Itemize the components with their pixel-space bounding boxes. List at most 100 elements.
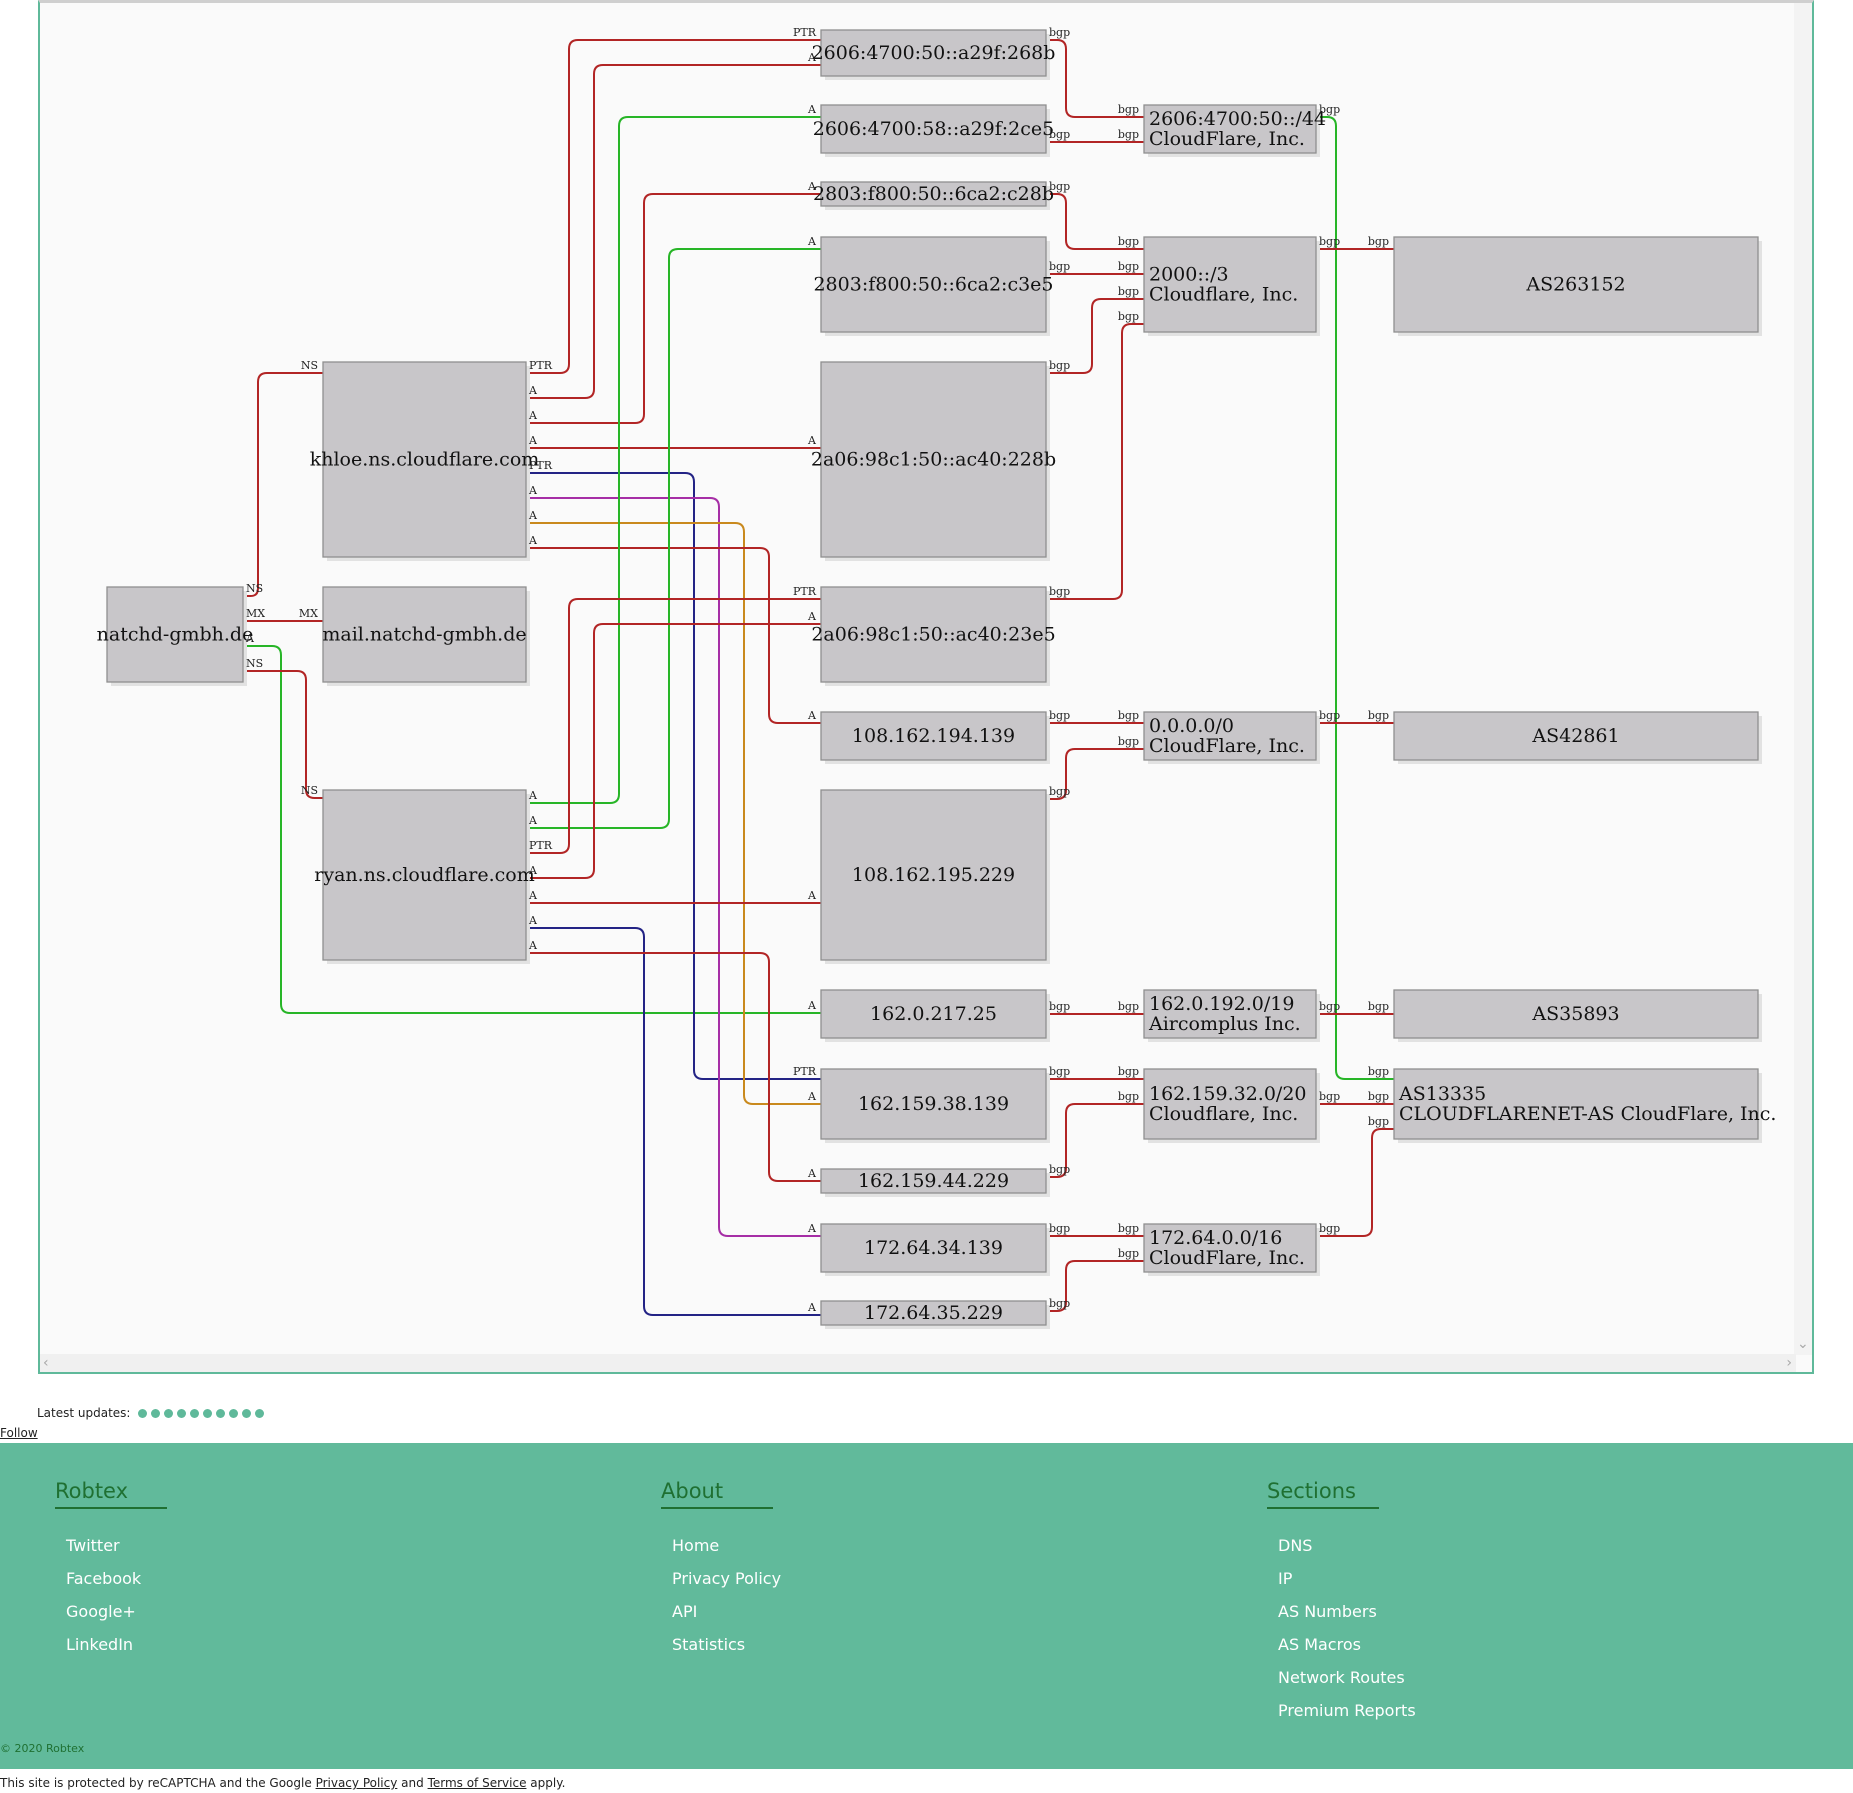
scroll-down-arrow-icon[interactable]: ⌄ — [1797, 1336, 1809, 1352]
node-box — [820, 711, 1047, 761]
node-2a06-98c1-50-ac40-23e5[interactable]: 2a06:98c1:50::ac40:23e5 — [811, 586, 1056, 686]
node-2803-f800-50-6ca2-c28b[interactable]: 2803:f800:50::6ca2:c28b — [813, 181, 1054, 210]
node-label-line: 162.0.192.0/19 — [1149, 993, 1294, 1015]
edge-4 — [526, 39, 821, 374]
node-2a06-98c1-50-ac40-228b[interactable]: 2a06:98c1:50::ac40:228b — [811, 361, 1056, 561]
edge-label-source: A — [528, 409, 538, 422]
edge-label-source: bgp — [1049, 128, 1070, 141]
node-label: 2a06:98c1:50::ac40:23e5 — [811, 624, 1055, 646]
edge-label-target: PTR — [793, 26, 817, 39]
node-172-64-35-229[interactable]: 172.64.35.229 — [820, 1300, 1050, 1329]
vertical-scrollbar[interactable]: ⌄ — [1794, 3, 1812, 1355]
node-2606-4700-50-a29f-268b[interactable]: 2606:4700:50::a29f:268b — [812, 29, 1056, 80]
footer-link-as-numbers[interactable]: AS Numbers — [1278, 1602, 1377, 1621]
scroll-right-arrow-icon[interactable]: › — [1786, 1355, 1792, 1371]
edge-label-source: bgp — [1319, 1222, 1340, 1235]
node-label: mail.natchd-gmbh.de — [322, 624, 526, 646]
node-box — [820, 236, 1047, 333]
footer-title-robtex: Robtex — [55, 1479, 167, 1509]
scroll-left-arrow-icon[interactable]: ‹ — [43, 1355, 49, 1371]
horizontal-scrollbar[interactable]: ‹ › — [40, 1354, 1796, 1372]
node-label-line: 172.64.34.139 — [864, 1237, 1003, 1259]
node-label: 172.64.35.229 — [864, 1302, 1003, 1324]
footer-title-about: About — [661, 1479, 773, 1509]
node-172-64-34-139[interactable]: 172.64.34.139 — [820, 1223, 1050, 1276]
node-label-line: ryan.ns.cloudflare.com — [314, 864, 534, 886]
node-mail-natchd-gmbh-de[interactable]: mail.natchd-gmbh.de — [322, 586, 530, 686]
node-label-line: CloudFlare, Inc. — [1149, 1247, 1305, 1269]
node-label-line: AS42861 — [1531, 725, 1619, 747]
footer-link-linkedin[interactable]: LinkedIn — [66, 1635, 134, 1654]
node-label-line: CloudFlare, Inc. — [1149, 735, 1305, 757]
update-dots — [138, 1408, 268, 1418]
edge-15 — [526, 623, 821, 879]
footer-link-network-routes[interactable]: Network Routes — [1278, 1668, 1405, 1687]
edge-6 — [526, 193, 821, 424]
node-as263152[interactable]: AS263152 — [1393, 236, 1762, 336]
update-dot-icon[interactable] — [190, 1408, 200, 1418]
node-as35893[interactable]: AS35893 — [1393, 989, 1762, 1042]
footer-link-google-[interactable]: Google+ — [66, 1602, 136, 1621]
footer-link-ip[interactable]: IP — [1278, 1569, 1293, 1588]
footer-link-privacy-policy[interactable]: Privacy Policy — [672, 1569, 782, 1588]
footer-link-api[interactable]: API — [672, 1602, 698, 1621]
update-dot-icon[interactable] — [216, 1408, 226, 1418]
node-box — [820, 586, 1047, 683]
node-label-line: 2a06:98c1:50::ac40:23e5 — [811, 624, 1055, 646]
graph-viewport[interactable]: natchd-gmbh.de khloe.ns.cloudflare.com mai… — [38, 0, 1814, 1374]
edge-label-target: A — [807, 51, 817, 64]
footer-link-dns[interactable]: DNS — [1278, 1536, 1313, 1555]
footer-link-home[interactable]: Home — [672, 1536, 720, 1555]
node-162-159-38-139[interactable]: 162.159.38.139 — [820, 1068, 1050, 1143]
node-natchd-gmbh-de[interactable]: natchd-gmbh.de — [97, 586, 254, 686]
footer-link-premium-reports[interactable]: Premium Reports — [1278, 1701, 1416, 1720]
edge-label-source: bgp — [1049, 1297, 1070, 1310]
node-108-162-195-229[interactable]: 108.162.195.229 — [820, 789, 1050, 964]
node-box — [1393, 236, 1759, 333]
edge-label-target: bgp — [1368, 235, 1389, 248]
node-khloe-ns-cloudflare-com[interactable]: khloe.ns.cloudflare.com — [310, 361, 540, 561]
update-dot-icon[interactable] — [242, 1408, 252, 1418]
update-dot-icon[interactable] — [138, 1408, 148, 1418]
edge-label-source: bgp — [1049, 785, 1070, 798]
footer-link-statistics[interactable]: Statistics — [672, 1635, 746, 1654]
update-dot-icon[interactable] — [229, 1408, 239, 1418]
node-label: 172.64.34.139 — [864, 1237, 1003, 1259]
copyright: © 2020 Robtex — [0, 1742, 85, 1755]
node-2606-4700-58-a29f-2ce5[interactable]: 2606:4700:58::a29f:2ce5 — [813, 104, 1055, 157]
footer-link-as-macros[interactable]: AS Macros — [1278, 1635, 1361, 1654]
footer-link-facebook[interactable]: Facebook — [66, 1569, 142, 1588]
node-box — [1393, 711, 1759, 761]
update-dot-icon[interactable] — [255, 1408, 265, 1418]
follow-link[interactable]: Follow — [0, 1426, 38, 1440]
edge-label-target: MX — [299, 607, 318, 620]
edge-5 — [526, 64, 821, 399]
privacy-policy-link[interactable]: Privacy Policy — [315, 1776, 398, 1790]
update-dot-icon[interactable] — [151, 1408, 161, 1418]
node-2803-f800-50-6ca2-c3e5[interactable]: 2803:f800:50::6ca2:c3e5 — [813, 236, 1054, 336]
edge-label-target: A — [807, 889, 817, 902]
edge-label-source: NS — [246, 657, 263, 670]
edge-3 — [243, 670, 323, 799]
edge-12 — [526, 116, 821, 804]
update-dot-icon[interactable] — [203, 1408, 213, 1418]
footer-link-twitter[interactable]: Twitter — [66, 1536, 120, 1555]
node-162-159-44-229[interactable]: 162.159.44.229 — [820, 1168, 1050, 1197]
terms-of-service-link[interactable]: Terms of Service — [427, 1776, 527, 1790]
update-dot-icon[interactable] — [177, 1408, 187, 1418]
update-dot-icon[interactable] — [164, 1408, 174, 1418]
node-162-0-217-25[interactable]: 162.0.217.25 — [820, 989, 1050, 1042]
node-108-162-194-139[interactable]: 108.162.194.139 — [820, 711, 1050, 764]
node-as42861[interactable]: AS42861 — [1393, 711, 1762, 764]
node-ryan-ns-cloudflare-com[interactable]: ryan.ns.cloudflare.com — [314, 789, 535, 964]
